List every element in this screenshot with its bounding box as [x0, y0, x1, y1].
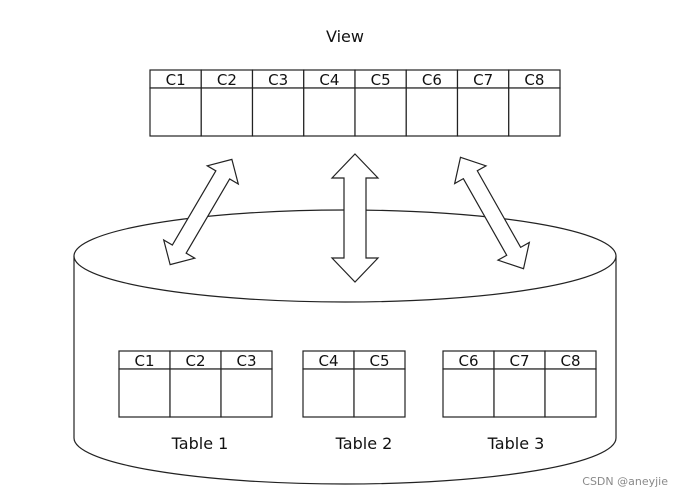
- table-3-body-cell: [442, 368, 495, 418]
- table-2-label: Table 2: [335, 434, 393, 453]
- view-body-cell: [405, 87, 459, 137]
- view-body-cell: [149, 87, 202, 137]
- view-body-cell: [508, 87, 561, 137]
- view-column-label: C1: [166, 71, 186, 89]
- view-column-label: C5: [371, 71, 391, 89]
- view-body-cell: [251, 87, 305, 137]
- table-3: C6 C7 C8: [442, 350, 597, 418]
- table-3-column-label: C8: [560, 352, 580, 370]
- view-column-label: C7: [473, 71, 493, 89]
- view-body-cell: [354, 87, 407, 137]
- table-1-body-cell: [118, 368, 171, 418]
- database-tables: C1 C2 C3 C4 C5 C6 C7 C8: [118, 350, 597, 418]
- table-2-body-cell: [353, 368, 406, 418]
- table-3-body-cell: [493, 368, 546, 418]
- table-1-body-cell: [220, 368, 273, 418]
- view-column-label: C2: [217, 71, 237, 89]
- table-3-column-label: C7: [509, 352, 529, 370]
- table-1-body-cell: [169, 368, 222, 418]
- table-1-column-label: C2: [185, 352, 205, 370]
- table-2: C4 C5: [302, 350, 406, 418]
- view-body-cell: [303, 87, 356, 137]
- view-table: C1 C2 C3 C4 C5 C6 C7 C8: [149, 69, 561, 137]
- view-column-label: C8: [524, 71, 544, 89]
- table-2-column-label: C5: [369, 352, 389, 370]
- double-arrow-right: [453, 156, 531, 270]
- view-column-label: C4: [319, 71, 339, 89]
- double-arrow-center: [330, 153, 380, 283]
- view-column-label: C6: [422, 71, 442, 89]
- view-body-cell: [456, 87, 510, 137]
- view-column-label: C3: [268, 71, 288, 89]
- table-3-label: Table 3: [487, 434, 545, 453]
- table-1-label: Table 1: [171, 434, 229, 453]
- table-2-column-label: C4: [318, 352, 338, 370]
- table-2-body-cell: [302, 368, 355, 418]
- table-3-column-label: C6: [458, 352, 478, 370]
- double-arrow-left: [162, 158, 240, 266]
- table-3-body-cell: [544, 368, 597, 418]
- view-body-cell: [200, 87, 254, 137]
- arrows: [162, 153, 531, 283]
- view-title: View: [326, 27, 364, 46]
- table-1-column-label: C1: [134, 352, 154, 370]
- table-1-column-label: C3: [236, 352, 256, 370]
- table-1: C1 C2 C3: [118, 350, 273, 418]
- watermark: CSDN @aneyjie: [582, 475, 668, 488]
